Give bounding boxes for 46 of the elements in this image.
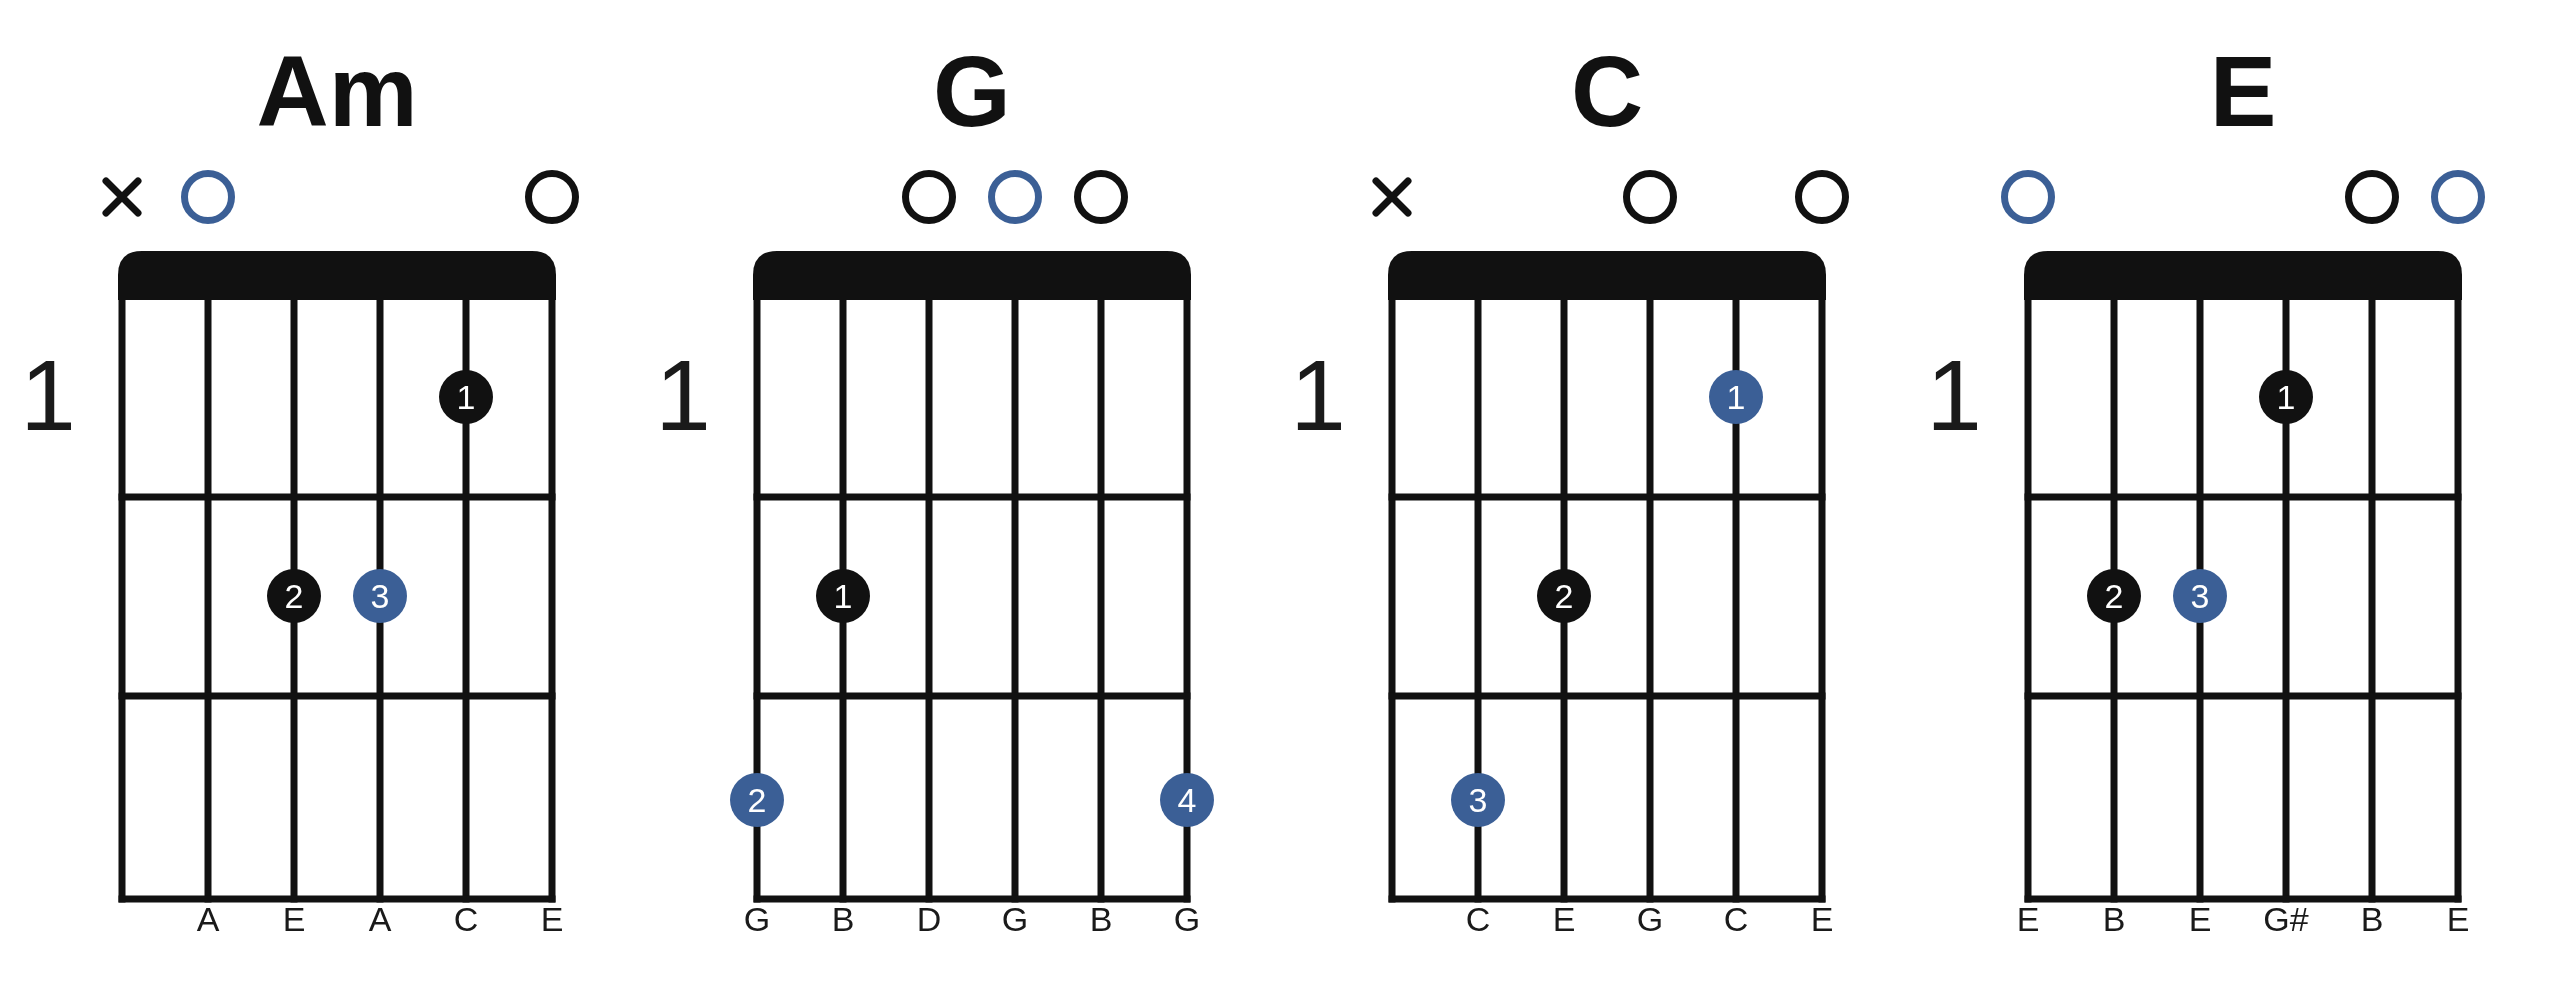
string-note: B (831, 902, 855, 936)
finger-dot: 1 (2259, 370, 2313, 424)
string-note: E (2016, 902, 2040, 936)
string-note: E (2188, 902, 2212, 936)
nut-bar (753, 251, 1191, 300)
finger-dot: 1 (439, 370, 493, 424)
finger-dot: 3 (2173, 569, 2227, 623)
string-note: A (368, 902, 392, 936)
finger-dot: 2 (730, 773, 784, 827)
string-note: G (743, 902, 771, 936)
finger-dot: 2 (267, 569, 321, 623)
chord-name: Am (256, 41, 418, 141)
nut-bar (1388, 251, 1826, 300)
string-note: E (282, 902, 306, 936)
string-note: G# (2263, 902, 2309, 936)
string-note: E (540, 902, 564, 936)
string-note: D (916, 902, 942, 936)
string-note: A (196, 902, 220, 936)
finger-dot: 2 (1537, 569, 1591, 623)
finger-dot: 4 (1160, 773, 1214, 827)
string-note: B (2360, 902, 2384, 936)
chord-name: G (933, 41, 1011, 141)
nut-bar (2024, 251, 2462, 300)
chord-name: E (2209, 41, 2277, 141)
string-note: G (1636, 902, 1664, 936)
string-note: E (1810, 902, 1834, 936)
string-note: C (1723, 902, 1749, 936)
string-note: G (1173, 902, 1201, 936)
string-note: B (2102, 902, 2126, 936)
finger-dot: 3 (1451, 773, 1505, 827)
fret-number: 1 (1290, 345, 1346, 445)
string-note: E (2446, 902, 2470, 936)
fret-number: 1 (20, 345, 76, 445)
finger-dot: 1 (816, 569, 870, 623)
fret-number: 1 (655, 345, 711, 445)
string-note: E (1552, 902, 1576, 936)
finger-dot: 1 (1709, 370, 1763, 424)
chord-name: C (1570, 41, 1644, 141)
finger-dot: 3 (353, 569, 407, 623)
string-note: C (453, 902, 479, 936)
fret-number: 1 (1926, 345, 1982, 445)
string-note: B (1089, 902, 1113, 936)
string-note: G (1001, 902, 1029, 936)
nut-bar (118, 251, 556, 300)
finger-dot: 2 (2087, 569, 2141, 623)
string-note: C (1465, 902, 1491, 936)
